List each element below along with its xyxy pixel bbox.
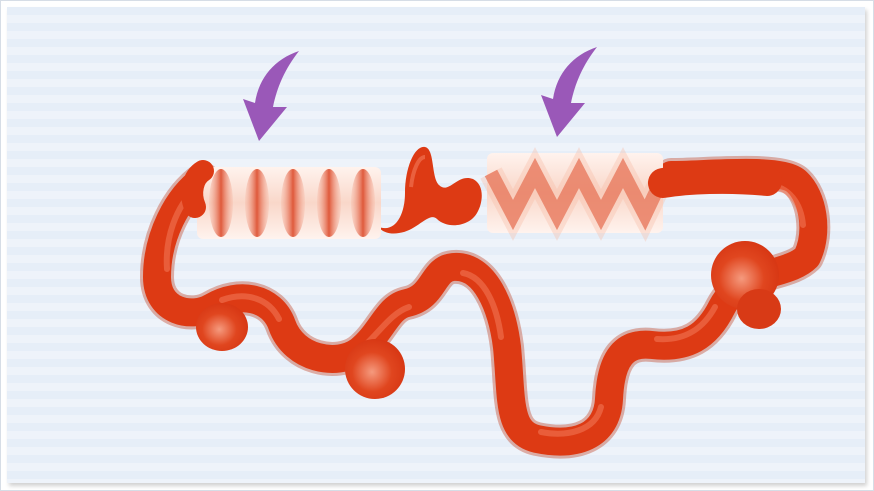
helix-left-entry — [192, 171, 203, 207]
helix-left-turn-4 — [317, 169, 341, 237]
helix-left-turn-3 — [281, 169, 305, 237]
helix-left-turn-1 — [209, 169, 233, 237]
sheet-right-exit — [663, 179, 767, 183]
helix-left-turn-2 — [245, 169, 269, 237]
chain-blob-left — [196, 303, 248, 351]
diagram-panel — [7, 7, 865, 483]
helix-left — [192, 167, 381, 239]
helix-left-turn-5 — [351, 169, 375, 237]
chain-blob-right-small — [737, 289, 781, 329]
protein-chain-diagram — [7, 7, 865, 483]
chain-blob-center — [345, 339, 405, 399]
